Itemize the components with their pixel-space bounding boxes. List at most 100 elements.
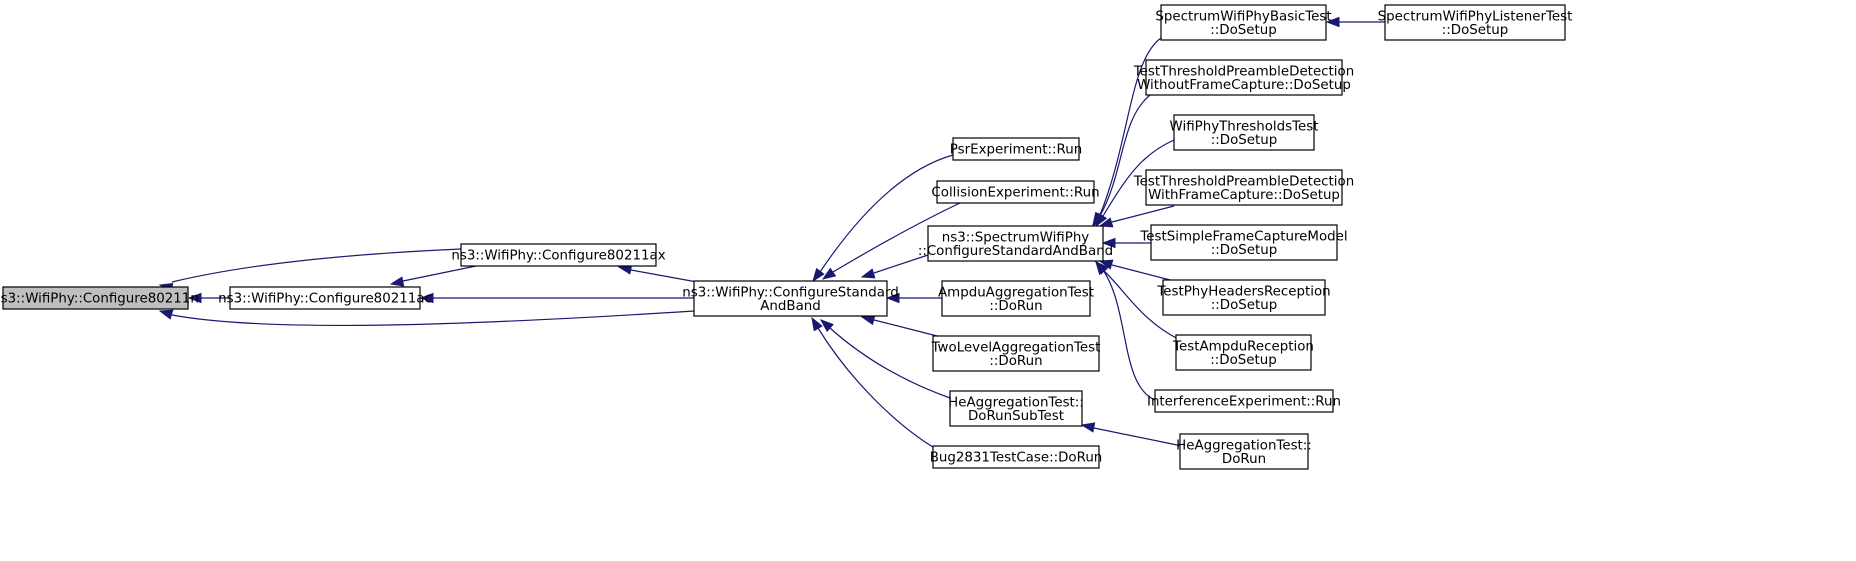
node-label: SpectrumWifiPhyListenerTest [1378, 9, 1573, 24]
node-label: HeAggregationTest:: [1176, 438, 1312, 453]
node-box[interactable] [1384, 4, 1566, 41]
node-box[interactable] [927, 225, 1104, 262]
node-box[interactable] [952, 137, 1080, 161]
node-box[interactable] [1173, 114, 1315, 151]
node-box[interactable] [936, 180, 1095, 204]
graph-node[interactable]: TestThresholdPreambleDetectionWithFrameC… [1133, 169, 1354, 206]
node-label: ::DoSetup [1211, 133, 1278, 148]
graph-node[interactable]: PsrExperiment::Run [950, 137, 1082, 161]
graph-node[interactable]: TestThresholdPreambleDetectionWithoutFra… [1133, 59, 1354, 96]
arrowhead [885, 292, 900, 304]
node-box[interactable] [1175, 334, 1312, 371]
graph-node[interactable]: HeAggregationTest::DoRunSubTest [948, 390, 1084, 427]
node-box[interactable] [1162, 279, 1326, 316]
node-box[interactable] [1154, 389, 1334, 413]
edge-n9-to-n3 [819, 319, 951, 399]
graph-node[interactable]: TestAmpduReception::DoSetup [1172, 334, 1314, 371]
arrowhead [1101, 237, 1116, 249]
edge-n6-to-n3 [860, 254, 929, 279]
edge-n1-to-n0 [187, 292, 230, 304]
node-label: InterferenceExperiment::Run [1147, 395, 1341, 410]
arrowhead [1080, 422, 1096, 433]
graph-node[interactable]: InterferenceExperiment::Run [1147, 389, 1341, 413]
node-label: ns3::WifiPhy::Configure80211n [0, 292, 199, 307]
edge-line [819, 154, 954, 273]
edge-n2-to-n0 [158, 248, 462, 294]
edge-n18-to-n6 [1095, 260, 1156, 401]
edge-line [832, 202, 961, 273]
graph-node[interactable]: ns3::WifiPhy::Configure80211ax [451, 243, 666, 267]
node-label: ::DoSetup [1210, 353, 1277, 368]
graph-node[interactable]: SpectrumWifiPhyBasicTest::DoSetup [1155, 4, 1332, 41]
node-label: Bug2831TestCase::DoRun [930, 451, 1103, 466]
edge-n7-to-n3 [885, 292, 942, 304]
node-label: CollisionExperiment::Run [931, 186, 1099, 201]
edge-n13-to-n6 [1095, 139, 1175, 228]
edge-line [873, 319, 946, 339]
root-node-box[interactable] [2, 286, 189, 310]
arrowhead [1098, 217, 1114, 228]
graph-node[interactable]: WifiPhyThresholdsTest::DoSetup [1170, 114, 1319, 151]
edge-n5-to-n3 [821, 202, 961, 280]
arrowhead [812, 267, 825, 283]
edge-n4-to-n3 [812, 154, 954, 283]
node-label: ::DoRun [989, 299, 1042, 314]
node-label: DoRun [1222, 452, 1266, 467]
graph-node[interactable]: ns3::SpectrumWifiPhy::ConfigureStandardA… [918, 225, 1113, 262]
node-label: WithoutFrameCapture::DoSetup [1137, 78, 1351, 93]
graph-node[interactable]: AmpduAggregationTest::DoRun [938, 280, 1094, 317]
node-box[interactable] [932, 335, 1100, 372]
node-label: TestPhyHeadersReception [1156, 284, 1330, 299]
node-box[interactable] [949, 390, 1083, 427]
node-label: ns3::WifiPhy::ConfigureStandard [682, 285, 898, 300]
edge-line [630, 269, 698, 283]
arrowhead [1098, 259, 1114, 270]
edge-line [1099, 94, 1151, 217]
node-label: WifiPhyThresholdsTest [1170, 119, 1319, 134]
edge-line [873, 254, 929, 274]
node-label: TestThresholdPreambleDetection [1133, 174, 1354, 189]
graph-node[interactable]: Bug2831TestCase::DoRun [930, 445, 1103, 469]
node-box[interactable] [229, 286, 421, 310]
node-box[interactable] [1145, 59, 1343, 96]
arrowhead [1325, 16, 1340, 28]
edge-n3-to-n0 [158, 309, 695, 327]
arrowhead [821, 267, 837, 280]
arrowhead [811, 316, 823, 332]
graph-node[interactable]: CollisionExperiment::Run [931, 180, 1100, 204]
arrowhead [1095, 260, 1108, 276]
node-label: AndBand [760, 299, 821, 314]
edge-line [1093, 427, 1183, 447]
node-box[interactable] [1150, 224, 1338, 261]
edge-line [402, 265, 477, 282]
graph-node[interactable]: TestPhyHeadersReception::DoSetup [1156, 279, 1331, 316]
node-box[interactable] [460, 243, 657, 267]
graph-node[interactable]: ns3::WifiPhy::Configure80211n [0, 286, 199, 310]
node-label: TestSimpleFrameCaptureModel [1139, 229, 1347, 244]
edge-line [1111, 205, 1175, 223]
node-label: ::DoSetup [1211, 243, 1278, 258]
node-box[interactable] [693, 280, 888, 317]
node-box[interactable] [932, 445, 1100, 469]
edge-n3-to-n1 [419, 292, 694, 304]
graph-node[interactable]: ns3::WifiPhy::Configure80211ac [218, 286, 432, 310]
node-label: TwoLevelAggregationTest [931, 340, 1101, 355]
node-label: TestThresholdPreambleDetection [1133, 64, 1354, 79]
node-box[interactable] [1179, 433, 1309, 470]
edge-n20-to-n11 [1325, 16, 1385, 28]
arrowhead [860, 268, 876, 279]
edge-line [1102, 269, 1181, 341]
node-label: ns3::WifiPhy::Configure80211ac [218, 292, 432, 307]
arrowhead [419, 292, 434, 304]
edge-line [1099, 37, 1162, 216]
graph-node[interactable]: ns3::WifiPhy::ConfigureStandardAndBand [682, 280, 899, 317]
node-box[interactable] [1160, 4, 1327, 41]
node-box[interactable] [1145, 169, 1343, 206]
node-layer: ns3::WifiPhy::Configure80211n ns3::WifiPh… [0, 4, 1573, 470]
graph-node[interactable]: SpectrumWifiPhyListenerTest::DoSetup [1378, 4, 1573, 41]
node-box[interactable] [941, 280, 1091, 317]
graph-node[interactable]: TwoLevelAggregationTest::DoRun [931, 335, 1101, 372]
graph-node[interactable]: HeAggregationTest::DoRun [1176, 433, 1312, 470]
graph-node[interactable]: TestSimpleFrameCaptureModel::DoSetup [1139, 224, 1348, 261]
